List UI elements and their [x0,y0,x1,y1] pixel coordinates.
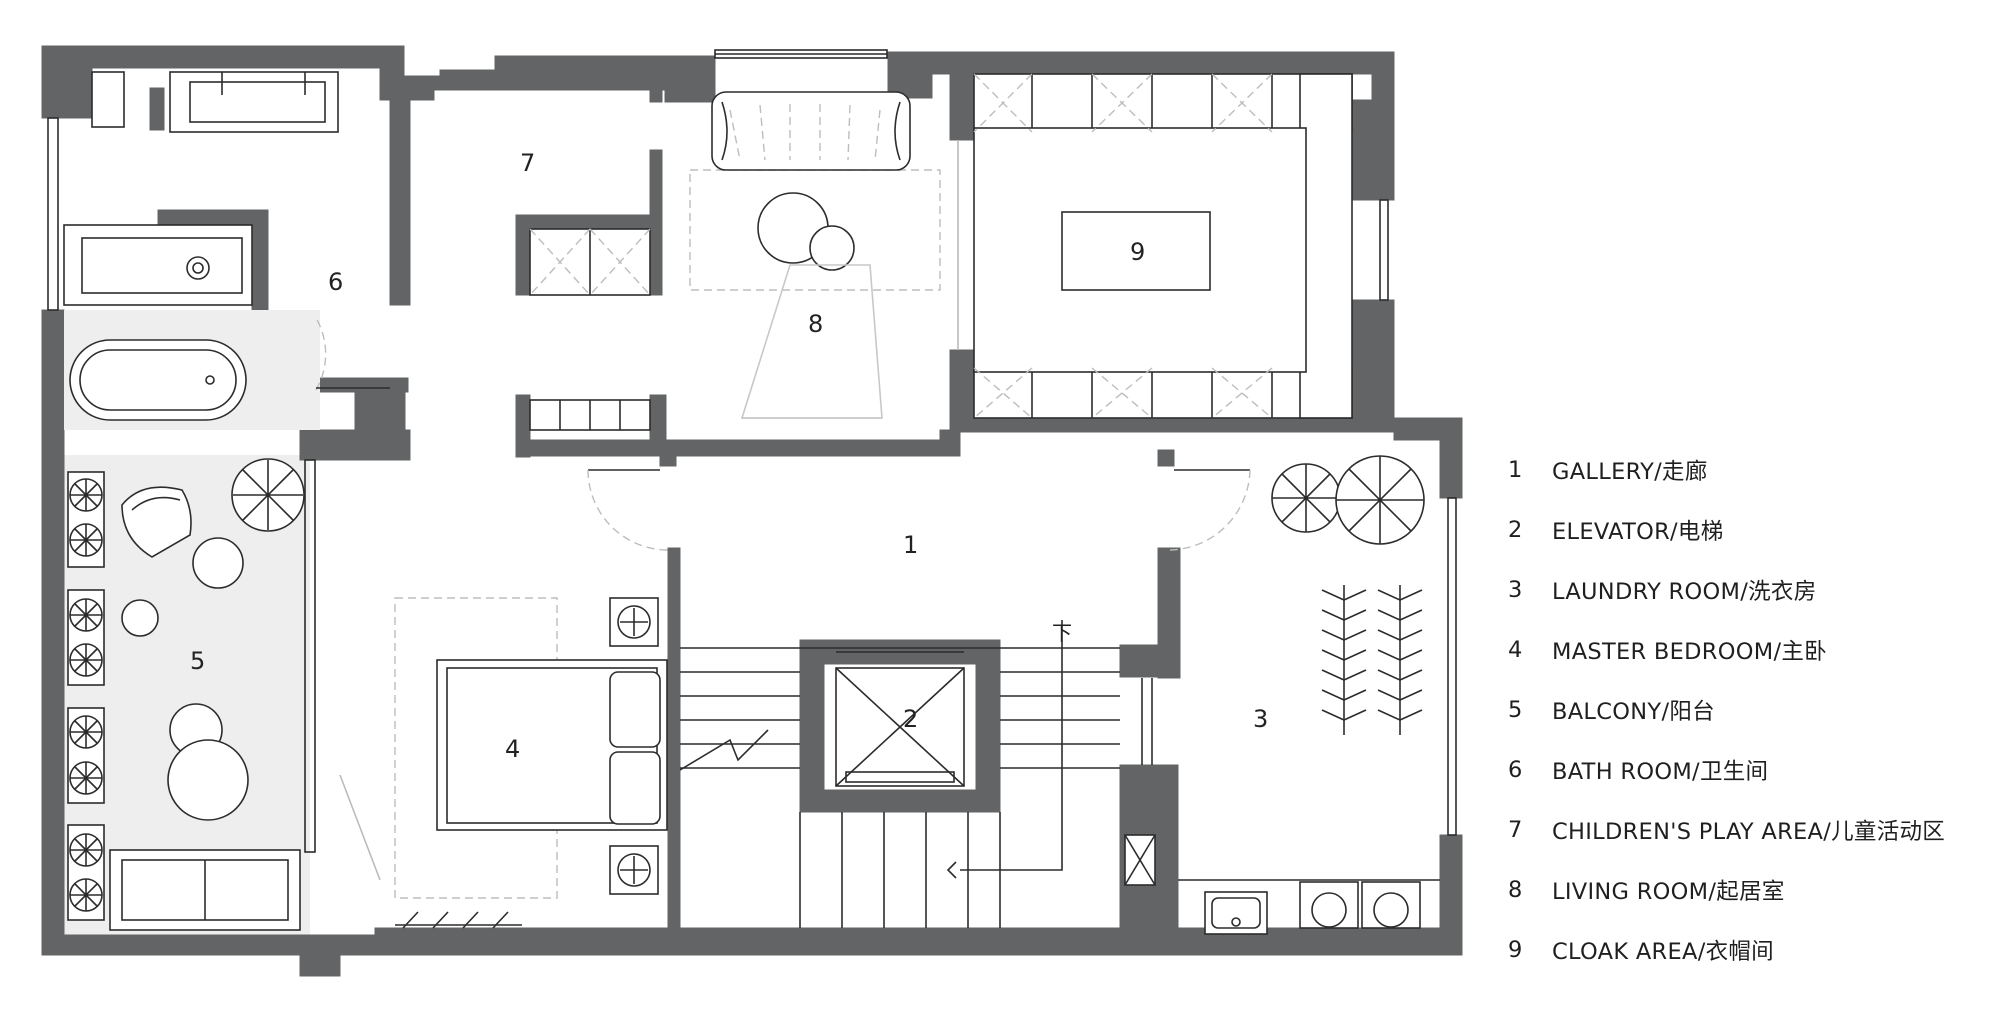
room-number-7: 7 [520,149,535,177]
legend-label: BATH ROOM/卫生间 [1552,759,1769,785]
legend-number: 5 [1508,697,1523,723]
cloak-area [957,73,1353,419]
room-number-1: 1 [903,531,918,559]
balcony-furniture [67,458,305,931]
legend-number: 7 [1508,817,1523,843]
walls [41,45,1463,977]
bathroom-fixtures [63,71,390,430]
legend-label: CHILDREN'S PLAY AREA/儿童活动区 [1552,819,1946,845]
legend-number: 4 [1508,637,1523,663]
room-legend: 1 GALLERY/走廊 2 ELEVATOR/电梯 3 LAUNDRY ROO… [1508,440,1988,980]
room-number-3: 3 [1253,705,1268,733]
legend-item-children-play-area: 7 CHILDREN'S PLAY AREA/儿童活动区 [1508,800,1988,860]
room-number-6: 6 [328,268,343,296]
legend-item-gallery: 1 GALLERY/走廊 [1508,440,1988,500]
legend-number: 1 [1508,457,1523,483]
gallery-doors [587,469,1251,551]
legend-item-bath-room: 6 BATH ROOM/卫生间 [1508,740,1988,800]
legend-number: 3 [1508,577,1523,603]
legend-item-elevator: 2 ELEVATOR/电梯 [1508,500,1988,560]
room-number-8: 8 [808,310,823,338]
elevator [835,651,965,787]
legend-item-master-bedroom: 4 MASTER BEDROOM/主卧 [1508,620,1988,680]
legend-label: LIVING ROOM/起居室 [1552,879,1785,905]
legend-item-laundry-room: 3 LAUNDRY ROOM/洗衣房 [1508,560,1988,620]
legend-label: CLOAK AREA/衣帽间 [1552,939,1774,965]
windows [47,49,1457,853]
living-room-furniture [689,91,941,419]
room-number-4: 4 [505,735,520,763]
legend-label: GALLERY/走廊 [1552,459,1708,485]
staircase [679,620,1156,928]
legend-label: ELEVATOR/电梯 [1552,519,1724,545]
legend-number: 9 [1508,937,1523,963]
room-number-2: 2 [903,705,918,733]
children-play-storage [529,228,651,431]
legend-number: 8 [1508,877,1523,903]
master-bedroom-furniture [339,597,668,929]
legend-label: BALCONY/阳台 [1552,699,1715,725]
legend-item-balcony: 5 BALCONY/阳台 [1508,680,1988,740]
legend-number: 2 [1508,517,1523,543]
legend-number: 6 [1508,757,1523,783]
legend-item-living-room: 8 LIVING ROOM/起居室 [1508,860,1988,920]
stair-down-label: 下 [1052,621,1072,645]
legend-label: LAUNDRY ROOM/洗衣房 [1552,579,1817,605]
legend-label: MASTER BEDROOM/主卧 [1552,639,1827,665]
laundry-room [1178,455,1440,935]
room-number-9: 9 [1130,238,1145,266]
legend-item-cloak-area: 9 CLOAK AREA/衣帽间 [1508,920,1988,980]
room-number-5: 5 [190,647,205,675]
